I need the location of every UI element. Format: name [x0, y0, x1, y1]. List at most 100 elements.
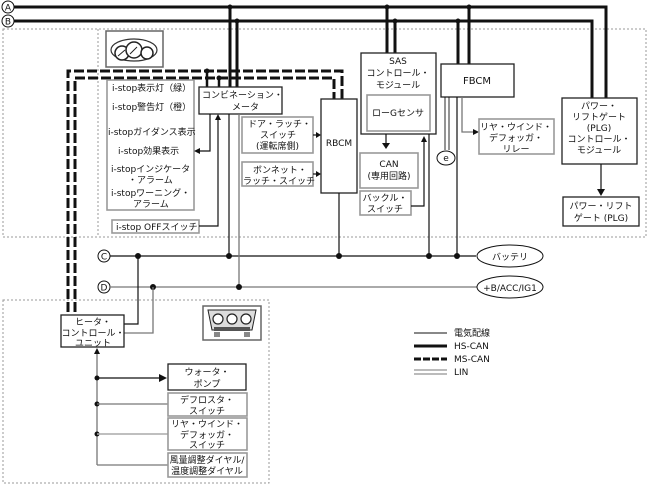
arrow-icon	[316, 171, 321, 177]
defroster-label: デフロスタ・	[180, 394, 234, 406]
rear-defogger-switch-box: リヤ・ウインド・ デフォッガ・ スイッチ	[167, 417, 248, 451]
sas-label: モジュール	[376, 81, 420, 91]
dials-box: 風量調整ダイヤル/ 温度調整ダイヤル	[167, 452, 248, 478]
fbcm-to-relay-wire	[461, 97, 474, 133]
arrow-icon	[597, 189, 605, 196]
buckle-to-sas-wire	[411, 142, 425, 207]
buckle-label: バックル・	[363, 193, 408, 204]
water-pump-box: ウォータ・ ポンプ	[167, 363, 247, 391]
rear-defogger-switch-label: リヤ・ウインド・	[171, 419, 243, 430]
arrow-icon	[316, 132, 321, 138]
plg-label: パワー・リフト	[569, 201, 632, 212]
istop-item: i-stopワーニング・	[111, 187, 190, 199]
bus-b: B	[1, 14, 594, 98]
sas-module-box: SAS コントロール・ モジュール ローGセンサ	[360, 52, 437, 135]
defroster-switch-box: デフロスタ・ スイッチ	[167, 392, 248, 417]
combination-meter-label: コンビネーション・	[202, 90, 283, 101]
door-latch-label: スイッチ	[260, 130, 296, 141]
heater-label: ユニット	[75, 339, 111, 349]
istop-off-switch-label: i-stop OFFスイッチ	[116, 222, 197, 233]
buckle-label: スイッチ	[367, 204, 403, 215]
istop-item: i-stopガイダンス表示	[108, 126, 196, 138]
istop-items-box: i-stop表示灯（緑） i-stop警告灯（橙） i-stopガイダンス表示 …	[106, 79, 196, 211]
bus-a-label: A	[5, 4, 12, 14]
bus-d-label: D	[101, 284, 108, 294]
bus-d: D	[97, 280, 477, 294]
bonnet-latch-label: ボンネット・	[253, 165, 307, 176]
door-latch-label: ドア・ラッチ・	[248, 119, 311, 130]
heater-control-unit-box: ヒータ・ コントロール・ ユニット	[60, 314, 125, 349]
meter-to-istop-wire	[199, 114, 211, 152]
plg-module-label: モジュール	[577, 146, 621, 156]
defroster-label: スイッチ	[189, 406, 225, 417]
heater-ig-wire	[124, 287, 154, 334]
dials-label: 風量調整ダイヤル/	[170, 454, 246, 466]
sas-label: SAS	[389, 57, 407, 67]
dials-label: 温度調整ダイヤル	[171, 465, 243, 477]
bus-a: A	[1, 0, 608, 98]
instrument-cluster-icon	[105, 30, 164, 68]
can-label: CAN	[379, 160, 398, 170]
bonnet-latch-label: ラッチ・スイッチ	[243, 176, 315, 187]
arrow-icon	[382, 143, 390, 149]
combination-meter-label: メータ	[232, 102, 259, 113]
istop-item: i-stop警告灯（橙）	[112, 101, 191, 113]
plg-module-box: パワー・ リフトゲート (PLG) コントロール・ モジュール	[561, 97, 638, 165]
rear-defogger-relay-box: リヤ・ウインド・ デフォッガ・ リレー	[478, 118, 555, 155]
door-latch-label: (運転席側)	[256, 140, 299, 152]
istop-item: i-stop効果表示	[118, 145, 179, 157]
relay-label: デフォッガ・	[489, 132, 543, 144]
junction	[426, 253, 432, 259]
buckle-switch-box: バックル・ スイッチ	[359, 190, 412, 216]
door-latch-switch-box: ドア・ラッチ・ スイッチ (運転席側)	[241, 116, 314, 154]
bus-c-label: C	[101, 253, 107, 263]
relay-label: リヤ・ウインド・	[480, 122, 552, 133]
junction	[466, 4, 472, 10]
ignition-terminal: +B/ACC/IG1	[476, 275, 544, 299]
climate-panel-icon	[202, 305, 262, 341]
battery-label: バッテリ	[492, 252, 528, 263]
bus-c: C	[97, 249, 476, 263]
rear-defogger-switch-label: スイッチ	[189, 440, 225, 451]
istop-item: i-stopインジケータ	[111, 164, 190, 175]
bonnet-latch-switch-box: ボンネット・ ラッチ・スイッチ	[241, 161, 315, 187]
istop-off-wire	[199, 120, 219, 227]
junction	[226, 253, 232, 259]
fbcm-label: FBCM	[463, 76, 491, 87]
legend-label: LIN	[454, 368, 468, 378]
plg-module-label: コントロール・	[567, 135, 630, 145]
plg-box: パワー・リフト ゲート (PLG)	[562, 196, 640, 227]
rbcm-box: RBCM	[320, 98, 358, 194]
lower-zone	[2, 299, 270, 484]
can-label: (専用回路)	[367, 170, 410, 182]
junction	[227, 4, 233, 10]
junction	[336, 253, 342, 259]
combination-meter-box: コンビネーション・ メータ	[198, 86, 283, 115]
junction-e: e	[436, 150, 456, 166]
plg-module-label: リフトゲート	[572, 111, 626, 123]
istop-item: アラーム	[133, 199, 169, 210]
rbcm-label: RBCM	[326, 139, 352, 149]
istop-item: ・アラーム	[128, 175, 173, 186]
heater-label: ヒータ・	[75, 317, 111, 328]
junction	[392, 18, 398, 24]
ms-can-lines	[66, 68, 344, 312]
relay-label: リレー	[502, 145, 529, 155]
legend: 電気配線 HS-CAN MS-CAN LIN	[414, 327, 490, 378]
heater-battery-wire	[124, 256, 139, 325]
plg-label: ゲート (PLG)	[574, 212, 628, 224]
can-dedicated-box: CAN (専用回路)	[359, 152, 419, 189]
arrow-icon	[159, 374, 167, 382]
junction	[236, 284, 242, 290]
rear-defogger-switch-label: デフォッガ・	[180, 429, 234, 441]
arrow-icon	[421, 136, 427, 142]
bus-b-label: B	[5, 18, 11, 28]
junction	[384, 4, 390, 10]
junction	[234, 18, 240, 24]
junction	[454, 253, 460, 259]
water-pump-label: ポンプ	[194, 379, 221, 390]
legend-label: HS-CAN	[454, 342, 489, 352]
istop-off-switch-box: i-stop OFFスイッチ	[111, 219, 200, 234]
water-pump-label: ウォータ・	[184, 367, 229, 378]
